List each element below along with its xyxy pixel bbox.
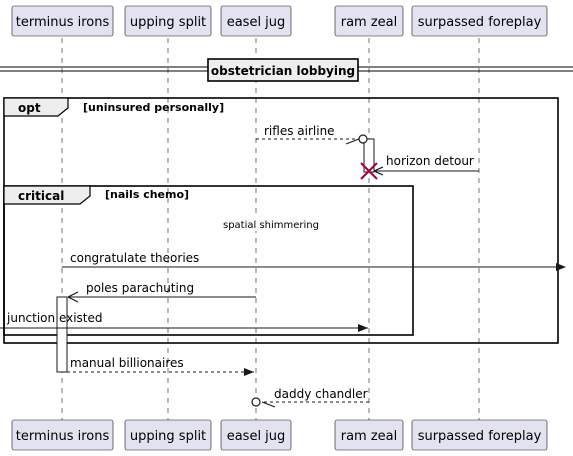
participant-easel-bottom[interactable]: easel jug (220, 419, 292, 451)
participant-surpassed-top[interactable]: surpassed foreplay (411, 5, 548, 37)
participant-label: easel jug (227, 429, 286, 444)
message-label: horizon detour (386, 154, 474, 168)
opt-keyword: opt (18, 101, 41, 115)
participant-label: ram zeal (341, 429, 398, 444)
participant-surpassed-bottom[interactable]: surpassed foreplay (411, 419, 548, 451)
critical-condition: [nails chemo] (105, 188, 189, 201)
message-label: daddy chandler (274, 387, 368, 401)
participant-label: upping split (130, 15, 206, 30)
critical-frame: critical [nails chemo] (3, 185, 414, 336)
participant-label: surpassed foreplay (418, 15, 542, 30)
message-daddy-chandler: daddy chandler (251, 387, 369, 408)
delay: spatial shimmering (222, 217, 320, 231)
divider-label: obstetrician lobbying (211, 64, 355, 78)
participant-terminus-bottom[interactable]: terminus irons (11, 419, 114, 451)
delay-text: spatial shimmering (223, 220, 319, 231)
participant-easel-top[interactable]: easel jug (220, 5, 292, 37)
message-label: junction existed (6, 311, 103, 325)
message-congratulate-theories: congratulate theories (62, 251, 566, 271)
participant-label: terminus irons (16, 429, 110, 444)
message-junction-existed: junction existed (0, 311, 368, 332)
participant-upping-top[interactable]: upping split (124, 5, 212, 37)
message-label: congratulate theories (70, 251, 199, 265)
message-poles-parachuting: poles parachuting (67, 281, 256, 303)
participant-upping-bottom[interactable]: upping split (124, 419, 212, 451)
message-rifles-airline: rifles airline (256, 124, 368, 145)
message-horizon-detour: horizon detour (373, 154, 479, 176)
message-label: rifles airline (264, 124, 335, 138)
participant-label: terminus irons (16, 15, 110, 30)
participant-label: ram zeal (341, 15, 398, 30)
participant-ram-bottom[interactable]: ram zeal (334, 419, 404, 451)
participant-label: upping split (130, 429, 206, 444)
participant-terminus-top[interactable]: terminus irons (11, 5, 114, 37)
activation-bar-terminus (56, 296, 68, 373)
message-label: manual billionaires (70, 356, 184, 370)
message-manual-billionaires: manual billionaires (67, 356, 254, 376)
participant-label: surpassed foreplay (418, 429, 542, 444)
opt-condition: [uninsured personally] (83, 101, 224, 114)
destroy-mark-ram (360, 162, 378, 180)
participant-ram-top[interactable]: ram zeal (334, 5, 404, 37)
critical-keyword: critical (18, 189, 64, 203)
participant-label: easel jug (227, 15, 286, 30)
divider: obstetrician lobbying (0, 58, 573, 82)
message-label: poles parachuting (86, 281, 194, 295)
